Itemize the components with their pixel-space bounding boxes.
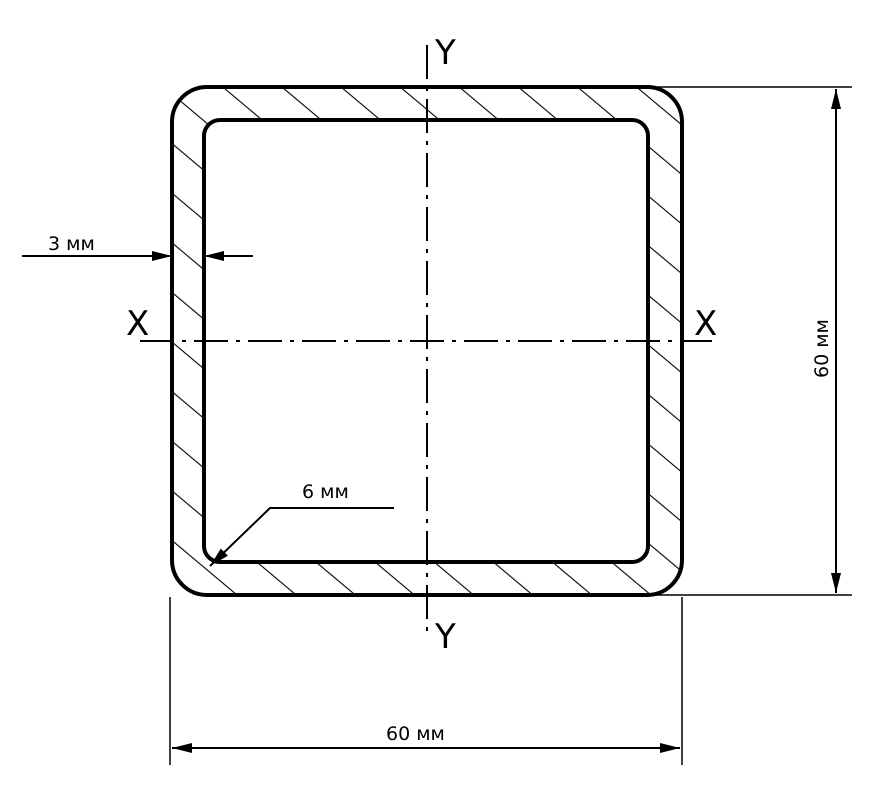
radius-leader-line [209,507,394,567]
wall-thickness-label: 3 мм [48,233,95,255]
axis-label-y-top: Y [434,33,456,73]
axis-label-x-right: X [694,304,717,344]
height-label: 60 мм [811,319,833,378]
width-label: 60 мм [386,723,445,745]
axis-label-y-bottom: Y [434,617,456,657]
radius-label: 6 мм [302,481,349,503]
axis-label-x-left: X [126,304,149,344]
